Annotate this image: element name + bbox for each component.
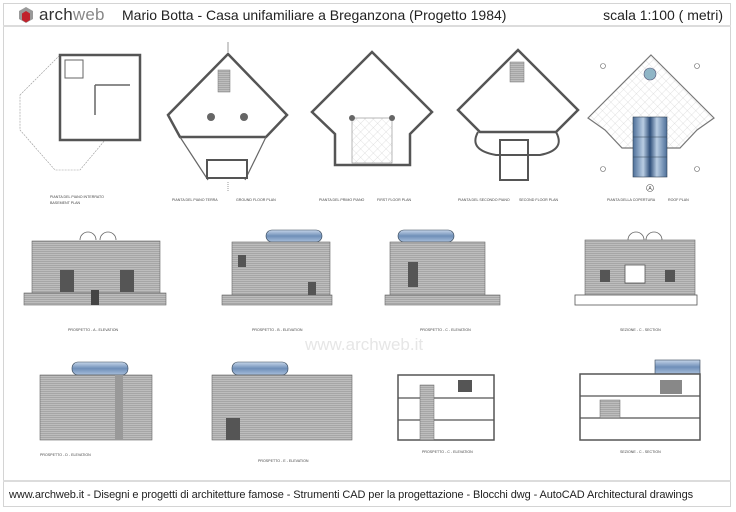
elevation-label: PROSPETTO - C - ELEVATION <box>422 450 473 454</box>
section-label: SEZIONE - C - SECTION <box>620 450 661 454</box>
elevation-label: PROSPETTO - B - ELEVATION <box>252 328 303 332</box>
plan-label-en: SECOND FLOOR PLAN <box>519 198 559 202</box>
plan-label-en: ROOF PLAN <box>668 198 689 202</box>
plan-label-en: GROUND FLOOR PLAN <box>236 198 276 202</box>
logo-text: archweb <box>39 5 105 25</box>
section-label: SEZIONE - C - SECTION <box>620 328 661 332</box>
section-c-elevation <box>397 374 495 441</box>
archweb-logo[interactable]: archweb <box>17 5 105 25</box>
logo-secondary: web <box>72 5 105 24</box>
plan-label-it: PIANTA DEL PIANO TERRA <box>172 198 218 202</box>
elevation-c <box>384 229 501 306</box>
ground-floor-plan <box>166 42 289 192</box>
basement-plan <box>19 53 142 171</box>
section-marker-label: A <box>648 186 652 192</box>
plan-label-en: FIRST FLOOR PLAN <box>377 198 411 202</box>
logo-primary: arch <box>39 5 73 24</box>
elevation-a <box>23 231 167 306</box>
section-marker <box>646 184 654 192</box>
elevation-d <box>39 361 153 441</box>
second-floor-plan <box>456 48 580 181</box>
plan-label-it: PIANTA DEL PRIMO PIANO <box>319 198 365 202</box>
plan-label-en: BASEMENT PLAN <box>50 201 80 205</box>
roof-plan: A <box>587 54 715 192</box>
footer: www.archweb.it - Disegni e progetti di a… <box>3 480 731 507</box>
section-c-2 <box>579 359 701 441</box>
section-c <box>574 231 698 306</box>
plan-label-it: PIANTA DEL SECONDO PIANO <box>458 198 510 202</box>
first-floor-plan <box>310 50 434 167</box>
sheet-frame <box>3 3 731 507</box>
elevation-e <box>211 361 353 441</box>
footer-text: www.archweb.it - Disegni e progetti di a… <box>9 489 693 501</box>
plan-label-it: PIANTA DEL PIANO INTERRATO <box>50 195 104 199</box>
watermark: www.archweb.it <box>304 335 423 354</box>
header: archweb Mario Botta - Casa unifamiliare … <box>3 3 731 27</box>
logo-cube-icon <box>19 7 33 23</box>
plan-label-it: PIANTA DELLA COPERTURA <box>607 198 656 202</box>
elevation-b <box>221 229 333 306</box>
elevation-label: PROSPETTO - A - ELEVATION <box>68 328 119 332</box>
sheet-title: Mario Botta - Casa unifamiliare a Bregan… <box>122 7 507 23</box>
elevation-label: PROSPETTO - E - ELEVATION <box>258 459 309 463</box>
scale-label: scala 1:100 ( metri) <box>603 7 723 23</box>
elevation-label: PROSPETTO - D - ELEVATION <box>40 453 91 457</box>
elevation-label: PROSPETTO - C - ELEVATION <box>420 328 471 332</box>
